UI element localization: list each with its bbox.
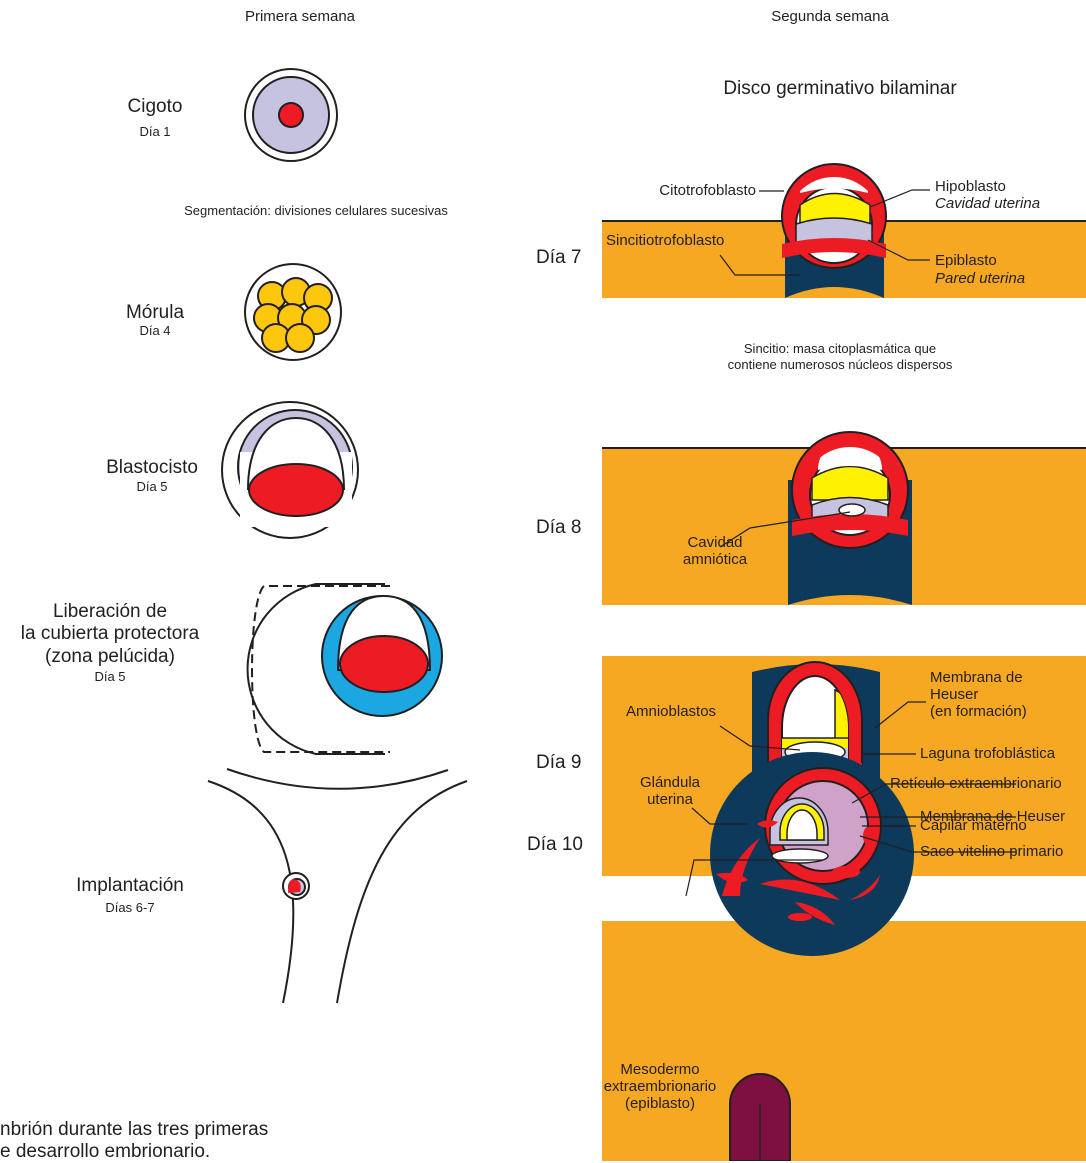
uterine-cavity-label: Cavidad uterina bbox=[935, 195, 1040, 213]
extraembryonic-mesoderm-line1: Mesodermo bbox=[600, 1061, 720, 1079]
trophoblastic-lacuna-label: Laguna trofoblástica bbox=[920, 745, 1055, 763]
extraembryonic-mesoderm-line2: extraembrionario bbox=[600, 1078, 720, 1096]
heuser-membrane-line2: Heuser bbox=[930, 686, 978, 704]
uterine-gland-line2: uterina bbox=[620, 791, 720, 809]
primary-yolk-sac-label: Saco vitelino primario bbox=[920, 843, 1063, 861]
hypoblast-label: Hipoblasto bbox=[935, 178, 1006, 196]
uterine-gland-line1: Glándula bbox=[620, 774, 720, 792]
cytotrophoblast-label: Citotrofoblasto bbox=[620, 182, 756, 200]
blastocyst-title: Blastocisto bbox=[90, 457, 214, 479]
day8-label: Día 8 bbox=[536, 517, 581, 539]
heuser-membrane-line3: (en formación) bbox=[930, 703, 1027, 721]
day9-label: Día 9 bbox=[536, 752, 581, 774]
blastocyst-drawing bbox=[222, 402, 358, 538]
column-heading-first-week: Primera semana bbox=[200, 8, 400, 26]
zygote-title: Cigoto bbox=[100, 96, 210, 118]
amniotic-cavity-line1: Cavidad bbox=[665, 534, 765, 552]
column-heading-second-week: Segunda semana bbox=[730, 8, 930, 26]
zygote-day: Día 1 bbox=[100, 124, 210, 140]
extraembryonic-mesoderm-line3: (epiblasto) bbox=[600, 1095, 720, 1113]
syncytiotrophoblast-label: Sincitiotrofoblasto bbox=[606, 232, 724, 250]
syncytium-note-line1: Sincitio: masa citoplasmática que bbox=[690, 341, 990, 357]
implantation-title: Implantación bbox=[60, 875, 200, 897]
implantation-day: Días 6-7 bbox=[60, 900, 200, 916]
bilaminar-heading: Disco germinativo bilaminar bbox=[690, 78, 990, 100]
amniotic-cavity-line2: amniótica bbox=[665, 551, 765, 569]
day8-drawing bbox=[602, 432, 1086, 605]
hatching-drawing bbox=[248, 584, 442, 754]
implantation-drawing bbox=[208, 769, 467, 1003]
morula-title: Mórula bbox=[100, 302, 210, 324]
caption-line1: nbrión durante las tres primeras bbox=[0, 1119, 268, 1141]
morula-drawing bbox=[245, 264, 341, 360]
hatching-line2: la cubierta protectora bbox=[10, 623, 210, 645]
segmentation-note: Segmentación: divisiones celulares suces… bbox=[130, 203, 502, 219]
syncytium-note-line2: contiene numerosos núcleos dispersos bbox=[690, 357, 990, 373]
hatching-line3: (zona pelúcida) bbox=[10, 646, 210, 668]
caption-line2: e desarrollo embrionario. bbox=[0, 1141, 210, 1163]
blastocyst-day: Día 5 bbox=[90, 479, 214, 495]
day7-label: Día 7 bbox=[536, 247, 581, 269]
epiblast-label: Epiblasto bbox=[935, 252, 997, 270]
amnioblasts-label: Amnioblastos bbox=[626, 703, 716, 721]
extraembryonic-reticulum-label: Retículo extraembrionario bbox=[890, 775, 1062, 793]
morula-day: Día 4 bbox=[100, 323, 210, 339]
uterine-wall-label: Pared uterina bbox=[935, 270, 1025, 288]
day10-label: Día 10 bbox=[527, 834, 583, 856]
hatching-day: Día 5 bbox=[10, 669, 210, 685]
heuser-membrane-line1: Membrana de bbox=[930, 669, 1023, 687]
heuser-membrane-label: Membrana de Heuser bbox=[920, 808, 1065, 826]
hatching-line1: Liberación de bbox=[10, 601, 210, 623]
zygote-drawing bbox=[245, 69, 337, 161]
